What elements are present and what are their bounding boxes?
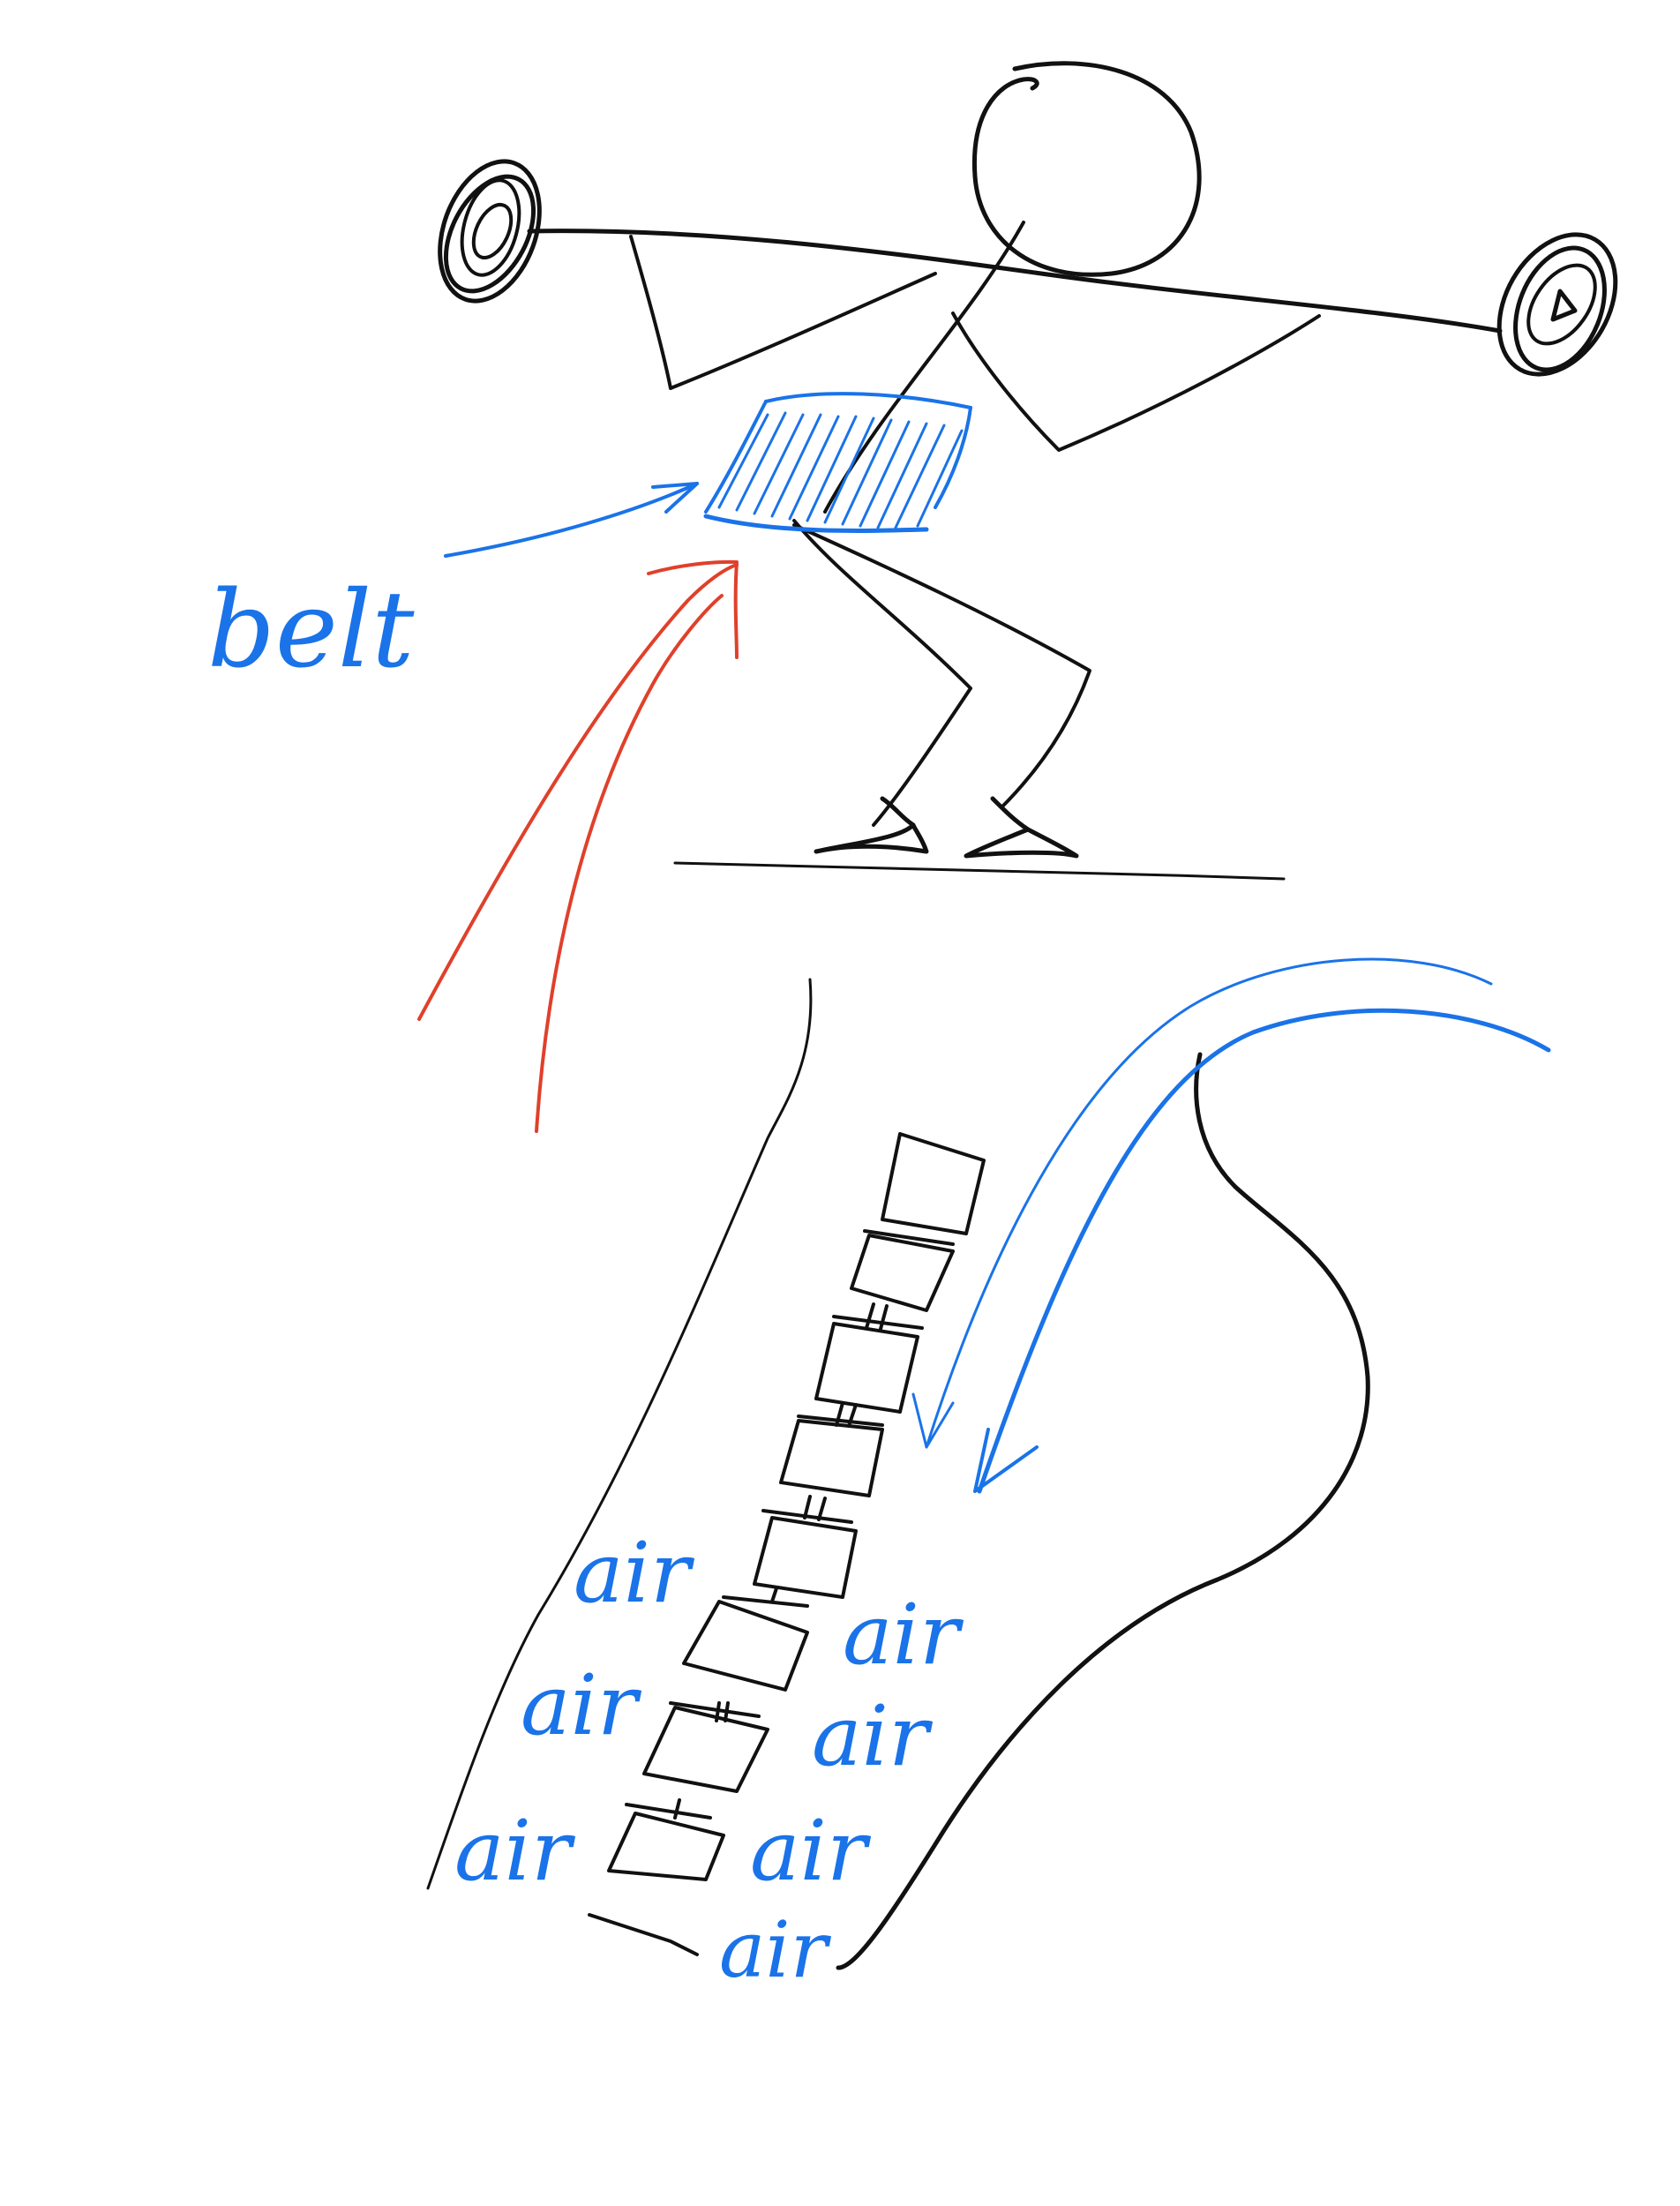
belt-drawing [703,392,972,533]
right-leg [792,523,1091,809]
head [971,61,1202,277]
barbell-bar [527,229,1503,334]
front-outline [836,1052,1370,1970]
red-arrows [417,559,739,1133]
belt-arrow [444,482,699,558]
ground-line [673,861,1286,881]
red-arrow-left [417,563,739,1021]
air-label-3: air [521,1657,642,1754]
pressure-arrow-inner [977,1008,1551,1494]
pressure-arrow-outer [925,957,1493,1449]
air-label-6: air [750,1803,872,1900]
barbell-right-plate [1496,232,1618,377]
left-foot [814,796,929,854]
right-foot [964,796,1079,859]
red-arrow-right [535,594,724,1133]
air-label-4: air [812,1688,934,1785]
back-outline [536,978,813,1617]
air-label-2: air [843,1587,964,1684]
air-labels: air air air air air air air [454,1525,964,1995]
pressure-arrows [911,957,1551,1494]
air-label-1: air [574,1525,695,1622]
right-arm [951,311,1321,452]
back-outline-lower [426,1613,540,1890]
air-label-5: air [454,1803,576,1900]
left-arm [629,235,937,390]
barbell-left-plate [438,159,542,304]
vertebrae [588,1132,986,1956]
air-label-7: air [719,1904,832,1995]
left-leg [792,519,972,827]
belt-label: belt [207,569,415,692]
weightlifter-figure [438,61,1618,881]
spine-diagram [426,978,1370,1970]
